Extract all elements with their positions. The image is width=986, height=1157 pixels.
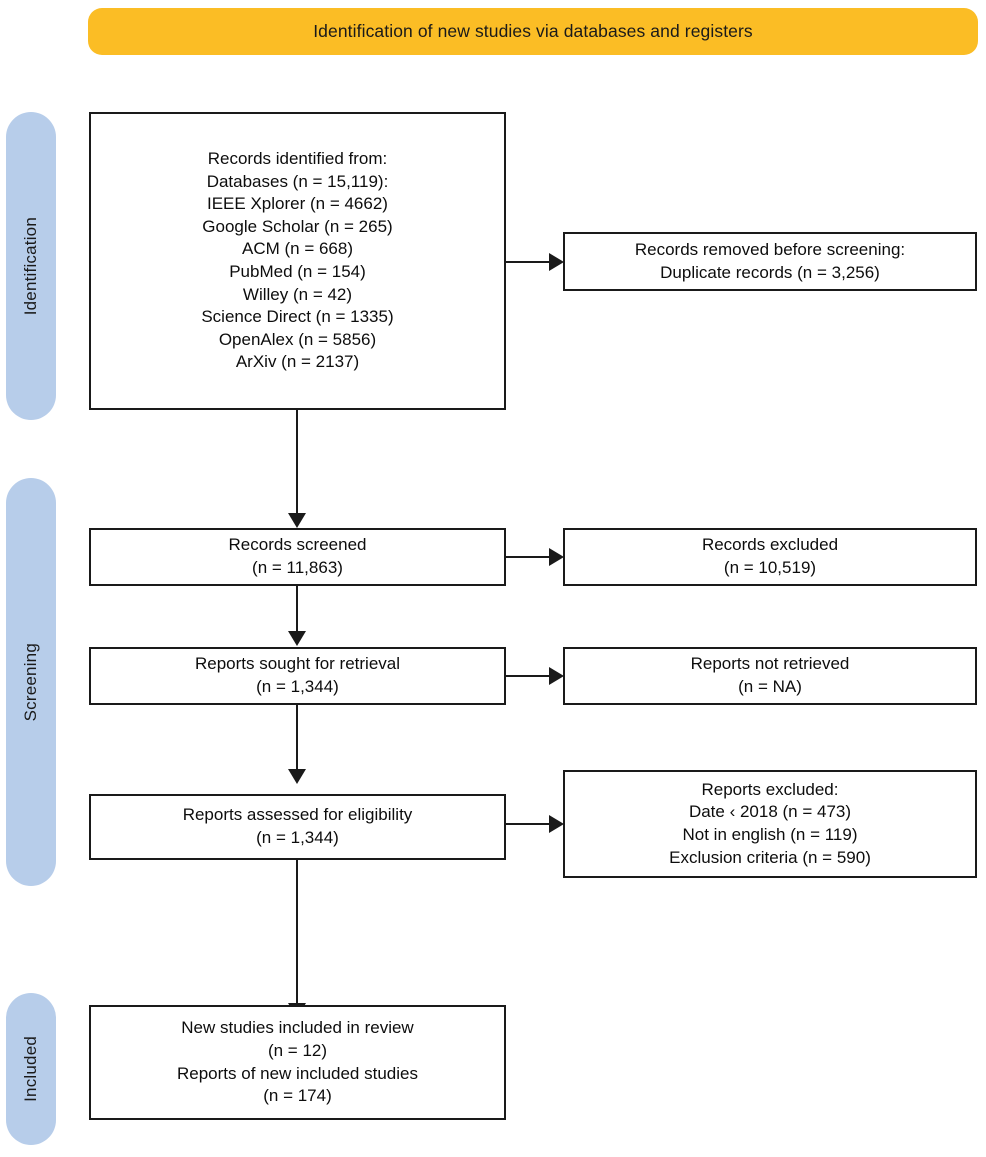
- text-line: (n = 174): [263, 1086, 332, 1106]
- arrowhead-screened-to-sought: [288, 631, 306, 646]
- text-line: ArXiv (n = 2137): [235, 352, 360, 372]
- arrowhead-screened-to-records-excluded: [549, 548, 564, 566]
- box-reports-sought-text: Reports sought for retrieval (n = 1,344): [187, 653, 408, 698]
- text-line: Science Direct (n = 1335): [201, 307, 394, 327]
- arrowhead-sought-to-not-retrieved: [549, 667, 564, 685]
- connector-screened-to-sought: [296, 585, 298, 633]
- box-records-identified: Records identified from: Databases (n = …: [89, 112, 506, 410]
- box-records-screened-text: Records screened (n = 11,863): [221, 534, 375, 579]
- arrowhead-assessed-to-reports-excluded: [549, 815, 564, 833]
- box-reports-excluded: Reports excluded: Date ‹ 2018 (n = 473) …: [563, 770, 977, 878]
- connector-assessed-to-reports-excluded: [506, 823, 551, 825]
- text-line: Reports of new included studies: [177, 1063, 418, 1083]
- text-line: PubMed (n = 154): [229, 262, 366, 281]
- box-records-excluded-text: Records excluded (n = 10,519): [694, 534, 846, 579]
- text-line: (n = 10,519): [723, 558, 817, 577]
- text-line: (n = NA): [738, 677, 802, 696]
- text-line: (n = 1,344): [256, 677, 339, 696]
- text-line: IEEE Xplorer (n = 4662): [207, 194, 388, 214]
- text-line: Exclusion criteria (n = 590): [669, 847, 871, 867]
- text-line: Reports assessed for eligibility: [182, 805, 413, 825]
- box-reports-not-retrieved-text: Reports not retrieved (n = NA): [683, 653, 858, 698]
- diagram-title: Identification of new studies via databa…: [313, 21, 753, 41]
- text-line: Reports sought for retrieval: [194, 654, 401, 674]
- box-records-removed: Records removed before screening: Duplic…: [563, 232, 977, 291]
- box-reports-excluded-text: Reports excluded: Date ‹ 2018 (n = 473) …: [661, 779, 879, 869]
- text-line: Records excluded: [701, 535, 839, 555]
- phase-label-screening: Screening: [21, 642, 40, 722]
- text-line: Records removed before screening:: [634, 239, 906, 259]
- arrowhead-identified-to-screened: [288, 513, 306, 528]
- arrowhead-sought-to-assessed: [288, 769, 306, 784]
- phase-label-identification: Identification: [21, 216, 40, 316]
- box-records-excluded: Records excluded (n = 10,519): [563, 528, 977, 586]
- box-studies-included-text: New studies included in review (n = 12) …: [169, 1017, 426, 1107]
- box-reports-assessed-text: Reports assessed for eligibility (n = 1,…: [175, 804, 421, 849]
- text-line: New studies included in review: [181, 1018, 414, 1038]
- box-studies-included: New studies included in review (n = 12) …: [89, 1005, 506, 1120]
- connector-sought-to-assessed: [296, 705, 298, 771]
- text-line: Reports not retrieved: [690, 654, 850, 674]
- text-line: (n = 1,344): [256, 828, 339, 847]
- text-line: ACM (n = 668): [241, 239, 353, 259]
- box-reports-sought: Reports sought for retrieval (n = 1,344): [89, 647, 506, 705]
- connector-screened-to-records-excluded: [506, 556, 551, 558]
- text-line: Databases (n = 15,119):: [206, 171, 389, 191]
- text-line: Date ‹ 2018 (n = 473): [688, 802, 852, 822]
- phase-pill-identification: Identification: [6, 112, 56, 420]
- text-line: Records identified from:: [207, 148, 388, 168]
- phase-pill-included: Included: [6, 993, 56, 1145]
- text-line: (n = 11,863): [252, 558, 343, 577]
- text-line: OpenAlex (n = 5856): [218, 329, 377, 349]
- connector-sought-to-not-retrieved: [506, 675, 551, 677]
- box-records-identified-text: Records identified from: Databases (n = …: [193, 148, 401, 374]
- text-line: Records screened: [228, 535, 367, 555]
- connector-identified-to-screened: [296, 410, 298, 515]
- phase-pill-screening: Screening: [6, 478, 56, 886]
- box-reports-not-retrieved: Reports not retrieved (n = NA): [563, 647, 977, 705]
- text-line: Willey (n = 42): [242, 284, 353, 304]
- diagram-header-banner: Identification of new studies via databa…: [88, 8, 978, 55]
- connector-identified-to-removed: [506, 261, 551, 263]
- text-line: Duplicate records (n = 3,256): [660, 262, 880, 282]
- box-records-removed-text: Records removed before screening: Duplic…: [627, 239, 913, 284]
- text-line: (n = 12): [267, 1040, 328, 1060]
- connector-assessed-to-included: [296, 860, 298, 1005]
- box-reports-assessed: Reports assessed for eligibility (n = 1,…: [89, 794, 506, 860]
- text-line: Not in english (n = 119): [682, 825, 858, 844]
- phase-label-included: Included: [21, 1036, 40, 1102]
- arrowhead-identified-to-removed: [549, 253, 564, 271]
- box-records-screened: Records screened (n = 11,863): [89, 528, 506, 586]
- text-line: Google Scholar (n = 265): [202, 216, 393, 236]
- text-line: Reports excluded:: [701, 779, 839, 799]
